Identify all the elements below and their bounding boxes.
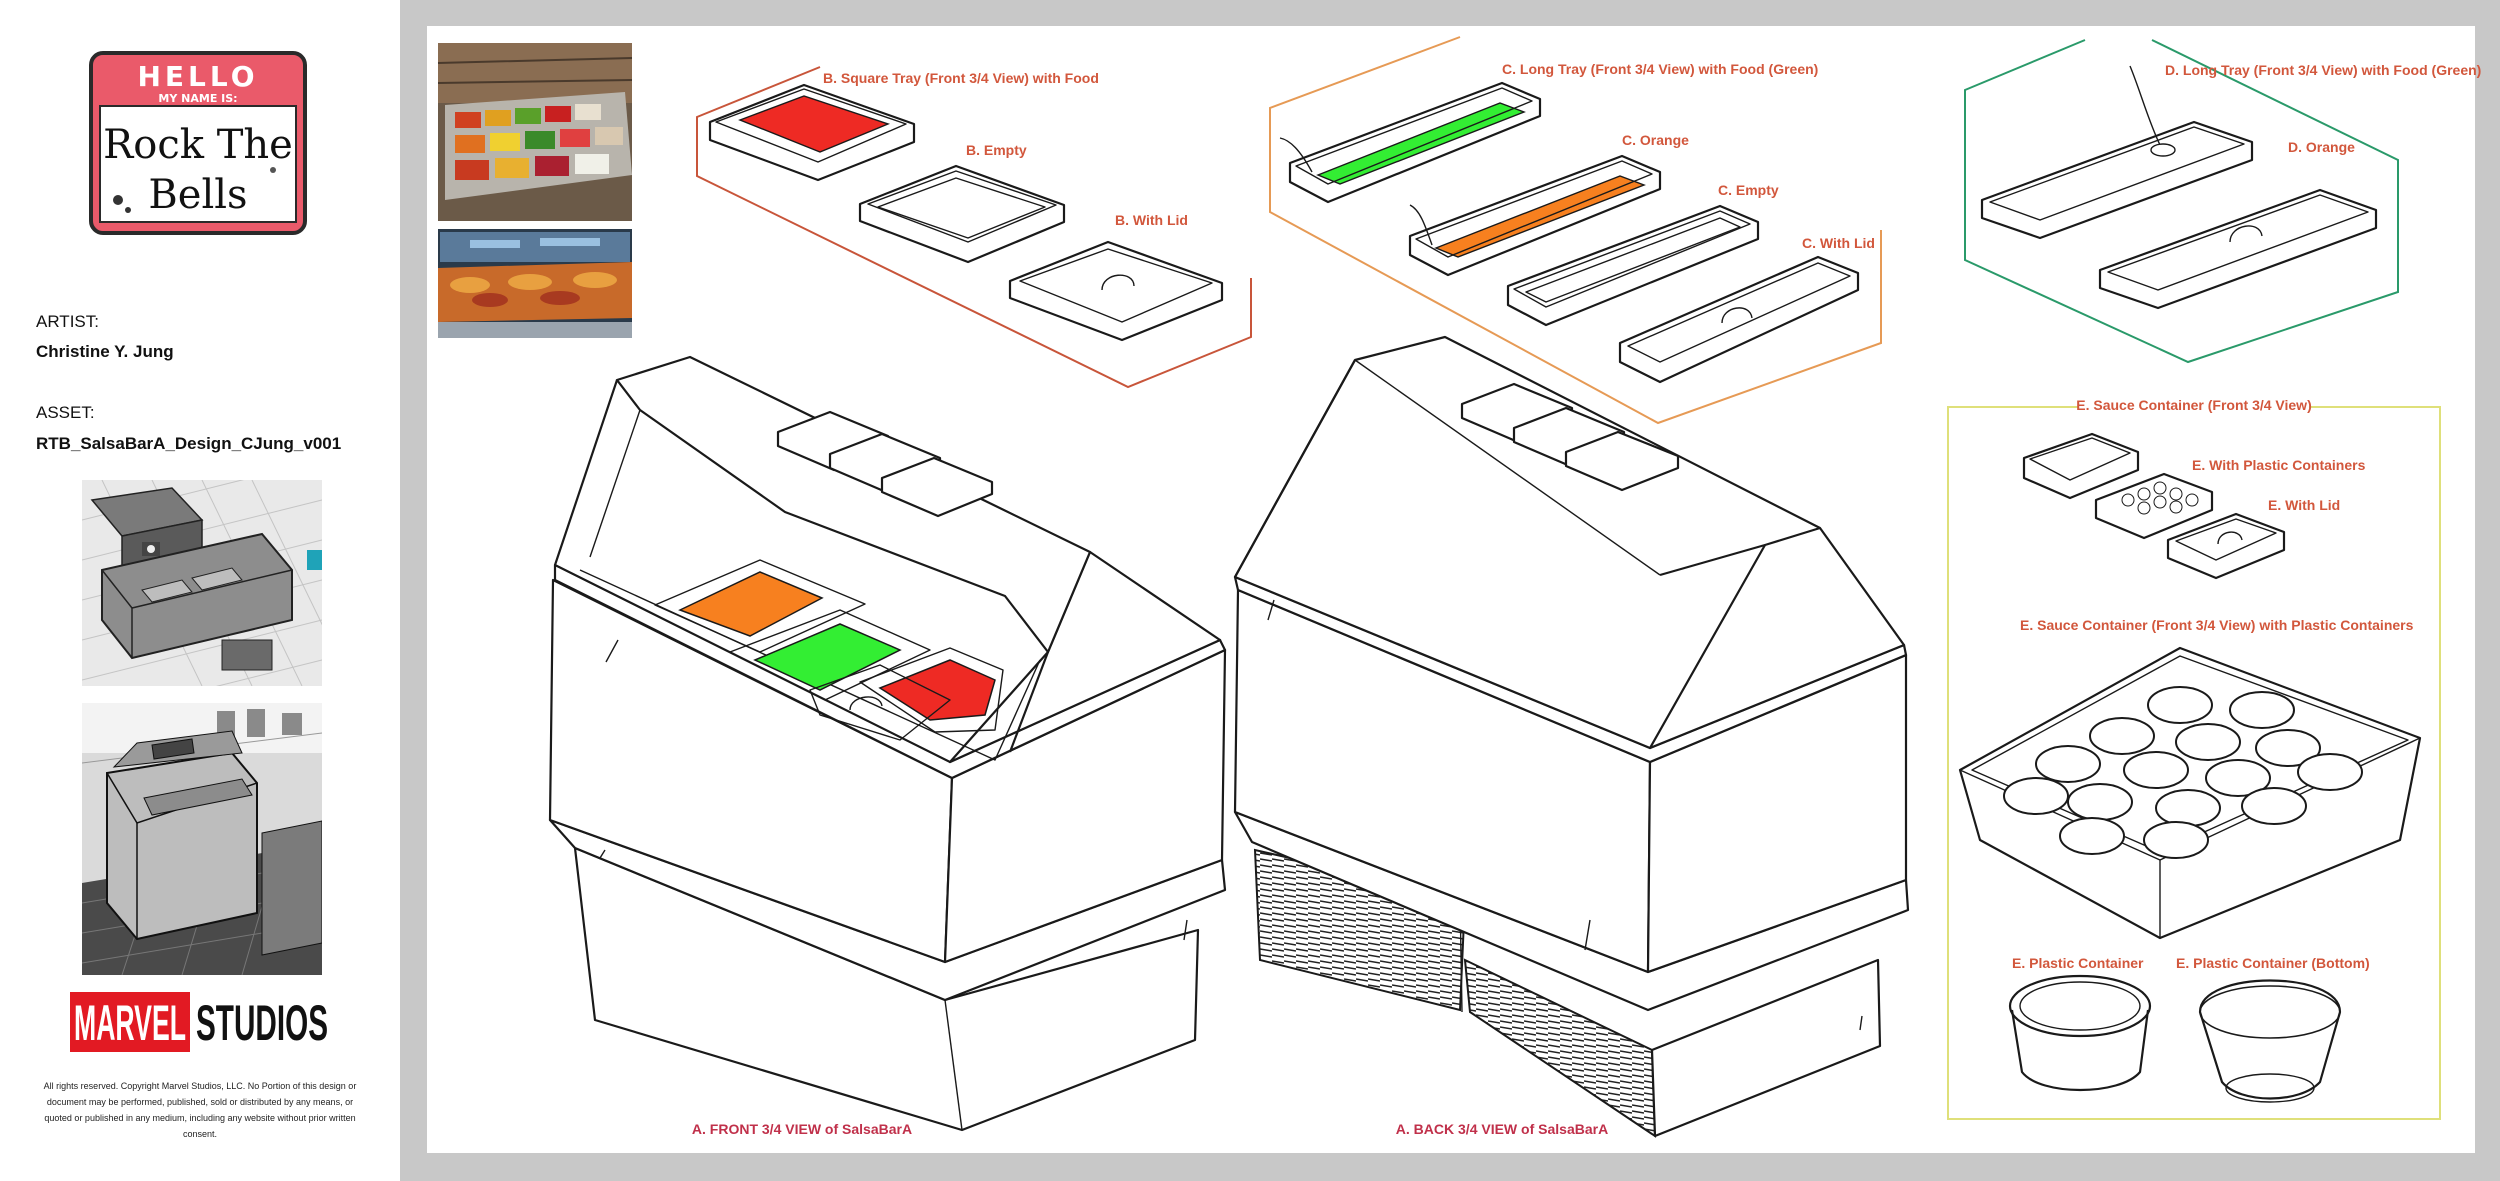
caption-e-with-lid: E. With Lid <box>2268 497 2340 513</box>
nametag-line1: Rock The <box>103 122 293 168</box>
logo-studios: STUDIOS <box>196 995 328 1051</box>
caption-a-back: A. BACK 3/4 VIEW of SalsaBarA <box>1396 1121 1608 1137</box>
e-sauce-container-plastic <box>2094 472 2214 540</box>
c-long-tray-green <box>1279 81 1542 204</box>
nametag-hello: HELLO <box>137 60 258 93</box>
d-long-tray-orange <box>2098 188 2378 310</box>
nametag-line2: Bells <box>148 172 247 218</box>
caption-e-plastic: E. Plastic Container <box>2012 955 2144 971</box>
b-square-tray-lid <box>1008 240 1224 342</box>
caption-b-with-lid: B. With Lid <box>1115 212 1188 228</box>
caption-e-with-plastic: E. With Plastic Containers <box>2192 457 2366 473</box>
reference-render-overhead <box>82 480 322 686</box>
b-square-tray-empty <box>858 164 1066 264</box>
caption-d-orange: D. Orange <box>2288 139 2355 155</box>
caption-d-long-tray: D. Long Tray (Front 3/4 View) with Food … <box>2165 62 2481 78</box>
caption-e-sauce-plastic: E. Sauce Container (Front 3/4 View) with… <box>2020 617 2414 633</box>
caption-e-plastic-bottom: E. Plastic Container (Bottom) <box>2176 955 2370 971</box>
marvel-studios-logo: MARVEL STUDIOS <box>70 992 328 1052</box>
nametag-my-name-is: MY NAME IS: <box>158 92 237 105</box>
e-plastic-container-bottom <box>2198 979 2342 1103</box>
caption-c-with-lid: C. With Lid <box>1802 235 1875 251</box>
salsa-bar-front-view <box>548 355 1227 1132</box>
b-square-tray-food <box>708 83 916 182</box>
caption-a-front: A. FRONT 3/4 VIEW of SalsaBarA <box>692 1121 912 1137</box>
artist-label: ARTIST: <box>36 312 99 331</box>
caption-b-square-tray: B. Square Tray (Front 3/4 View) with Foo… <box>823 70 1099 86</box>
b-group-frame <box>696 66 1252 389</box>
caption-c-empty: C. Empty <box>1718 182 1779 198</box>
e-sauce-container-lid <box>2166 512 2286 580</box>
c-long-tray-empty <box>1506 204 1760 327</box>
e-sauce-container-empty <box>2022 432 2140 500</box>
photo-reference-salsa-bar <box>437 43 633 221</box>
artist-name: Christine Y. Jung <box>36 342 174 361</box>
d-long-tray-green <box>1980 65 2254 240</box>
d-group-frame <box>1964 39 2399 364</box>
caption-e-sauce: E. Sauce Container (Front 3/4 View) <box>2076 397 2311 413</box>
caption-c-orange: C. Orange <box>1622 132 1689 148</box>
e-plastic-container-top <box>2008 974 2152 1092</box>
copyright-notice: All rights reserved. Copyright Marvel St… <box>43 1081 357 1139</box>
info-sidebar: HELLO MY NAME IS: Rock The Bells ARTIST:… <box>0 0 400 1181</box>
reference-render-scene <box>82 703 322 975</box>
c-long-tray-orange <box>1408 154 1662 277</box>
c-group-frame <box>1269 36 1882 425</box>
c-long-tray-lid <box>1618 255 1860 384</box>
caption-c-long-tray: C. Long Tray (Front 3/4 View) with Food … <box>1502 61 1818 77</box>
asset-name: RTB_SalsaBarA_Design_CJung_v001 <box>36 434 342 453</box>
photo-reference-buffet <box>438 229 632 338</box>
logo-marvel: MARVEL <box>74 995 186 1051</box>
asset-label: ASSET: <box>36 403 95 422</box>
salsa-bar-back-view <box>1233 335 1910 1138</box>
e-sauce-container-large <box>1958 646 2422 940</box>
name-tag-logo: HELLO MY NAME IS: Rock The Bells <box>89 51 307 235</box>
caption-b-empty: B. Empty <box>966 142 1027 158</box>
